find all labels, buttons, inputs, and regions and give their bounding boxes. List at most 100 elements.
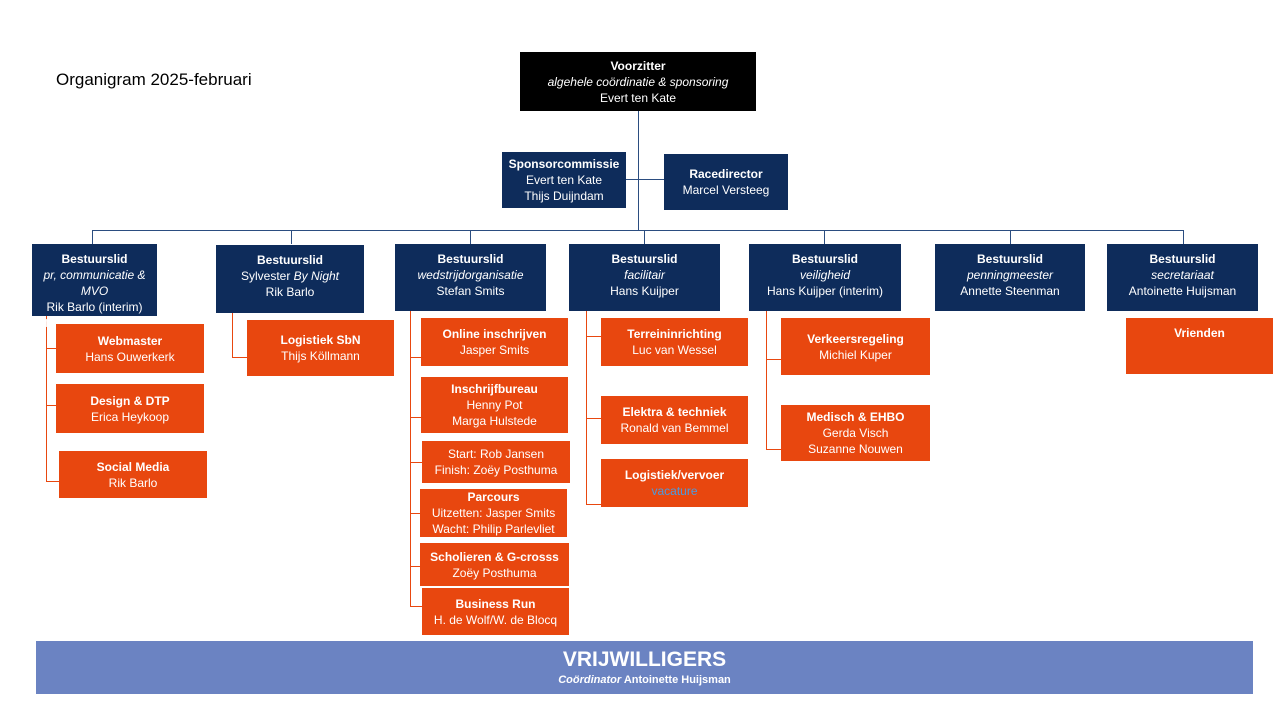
role-box-social: Social Media Rik Barlo [59,451,207,498]
role-title: Inschrijfbureau [451,382,538,396]
role-box-inschrijfbureau: Inschrijfbureau Henny Pot Marga Hulstede [421,377,568,433]
race-role: Racedirector [689,167,763,181]
connector-wedstrijd-1 [410,357,421,358]
role-box-medisch: Medisch & EHBO Gerda Visch Suzanne Nouwe… [781,405,930,461]
coordinator-name: Antoinette Huijsman [623,674,731,686]
board-name: Hans Kuijper (interim) [766,284,884,298]
connector-pr-2 [46,405,56,406]
board-secretariaat-box: Bestuurslid secretariaat Antoinette Huij… [1107,244,1258,311]
connector-wedstrijd-4 [410,513,420,514]
role-title: Business Run [455,596,536,611]
chair-role: Voorzitter [610,58,666,73]
connector-facilitair-2 [586,418,601,419]
board-desc: veiligheid [799,268,851,282]
role-name: Hans Ouwerkerk [85,349,175,364]
sponsor-name: Evert ten Kate [525,173,603,187]
board-penning-box: Bestuurslid penningmeester Annette Steen… [935,244,1085,311]
board-desc: penningmeester [966,268,1054,282]
role-name: Michiel Kuper [819,347,892,362]
connector-horizontal [92,230,1184,231]
role-box-parcours: Parcours Uitzetten: Jasper Smits Wacht: … [420,489,567,537]
connector-veiligheid-2 [766,449,781,450]
board-role: Bestuurslid [256,253,323,267]
chair-box: Voorzitter algehele coördinatie & sponso… [520,52,756,111]
role-box-logistiek-vervoer: Logistiek/vervoer vacature [601,459,748,507]
connector-pr-3 [46,481,59,482]
connector-facilitair-3 [586,504,601,505]
connector-wedstrijd-vertical [410,311,411,607]
board-facilitair-box: Bestuurslid facilitair Hans Kuijper [569,244,720,311]
race-box: Racedirector Marcel Versteeg [664,154,788,210]
connector-pr-vertical [46,316,47,482]
role-name: Uitzetten: Jasper Smits [431,506,556,520]
role-name: H. de Wolf/W. de Blocq [433,612,558,627]
board-veiligheid-box: Bestuurslid veiligheid Hans Kuijper (int… [749,244,901,311]
connector-race [638,179,664,180]
connector-sponsor [626,179,638,180]
board-sbn-box: Bestuurslid Sylvester By Night Rik Barlo [216,245,364,313]
board-name: Annette Steenman [960,284,1060,298]
page-title: Organigram 2025-februari [56,70,252,89]
role-name: Thijs Köllmann [281,349,360,363]
role-box-logistiek-sbn: Logistiek SbN Thijs Köllmann [247,320,394,376]
board-desc: wedstrijdorganisatie [417,268,524,282]
role-name: Rik Barlo [108,475,158,490]
chair-name: Evert ten Kate [599,90,677,105]
sponsor-box: Sponsorcommissie Evert ten Kate Thijs Du… [502,152,626,208]
coordinator-label: Coördinator [558,674,622,686]
role-name: Finish: Zoëy Posthuma [434,463,558,477]
board-name: Antoinette Huijsman [1128,284,1237,298]
role-name: Wacht: Philip Parlevliet [432,522,555,536]
role-name: Marga Hulstede [452,414,537,428]
role-name: Suzanne Nouwen [808,442,903,456]
role-title: Webmaster [97,333,163,348]
role-title: Vrienden [1174,326,1225,340]
chair-desc: algehele coördinatie & sponsoring [547,74,729,89]
role-name: Gerda Visch [822,426,889,440]
connector-sbn-1 [232,357,247,358]
role-box-design: Design & DTP Erica Heykoop [56,384,204,433]
role-title: Logistiek/vervoer [624,468,725,482]
connector-veiligheid-1 [766,359,781,360]
role-box-vrienden: Vrienden [1126,318,1273,374]
role-name: Luc van Wessel [632,343,717,357]
sponsor-name: Thijs Duijndam [524,189,604,203]
connector-pr-1 [46,348,56,349]
connector-board-5 [824,230,825,244]
role-box-scholieren: Scholieren & G-crosss Zoëy Posthuma [420,543,569,586]
board-name: Rik Barlo [265,285,315,299]
board-name: Stefan Smits [436,284,505,298]
board-role: Bestuurslid [611,252,678,266]
connector-wedstrijd-5 [410,566,420,567]
role-box-online: Online inschrijven Jasper Smits [421,318,568,366]
role-title: Terreininrichting [627,327,722,341]
connector-wedstrijd-2 [410,417,421,418]
role-title: Logistiek SbN [280,333,361,347]
role-box-business-run: Business Run H. de Wolf/W. de Blocq [422,588,569,635]
volunteers-title: VRIJWILLIGERS [562,648,727,671]
role-box-start-finish: Start: Rob Jansen Finish: Zoëy Posthuma [422,441,570,483]
role-name: Jasper Smits [459,343,530,357]
connector-board-3 [470,230,471,244]
role-title: Scholieren & G-crosss [430,549,559,564]
board-name: Hans Kuijper [610,284,679,298]
role-name: Start: Rob Jansen [447,447,545,461]
role-title: Elektra & techniek [622,405,727,419]
role-box-webmaster: Webmaster Hans Ouwerkerk [56,324,204,373]
board-desc-em: By Night [293,269,340,283]
role-name: Henny Pot [466,398,523,412]
board-desc: facilitair [624,268,665,282]
volunteers-banner: VRIJWILLIGERS Coördinator Antoinette Hui… [36,641,1253,694]
role-box-verkeer: Verkeersregeling Michiel Kuper [781,318,930,375]
board-wedstrijd-box: Bestuurslid wedstrijdorganisatie Stefan … [395,244,546,311]
board-role: Bestuurslid [61,252,128,266]
connector-facilitair-vertical [586,311,587,505]
board-pr-box: Bestuurslid pr, communicatie & MVO Rik B… [32,244,157,330]
connector-wedstrijd-3 [410,462,422,463]
board-role: Bestuurslid [1149,252,1216,266]
board-desc-prefix: Sylvester [240,269,294,283]
role-title: Parcours [467,490,520,504]
connector-wedstrijd-6 [410,606,422,607]
vacancy-label: vacature [651,484,698,498]
board-role: Bestuurslid [976,252,1043,266]
